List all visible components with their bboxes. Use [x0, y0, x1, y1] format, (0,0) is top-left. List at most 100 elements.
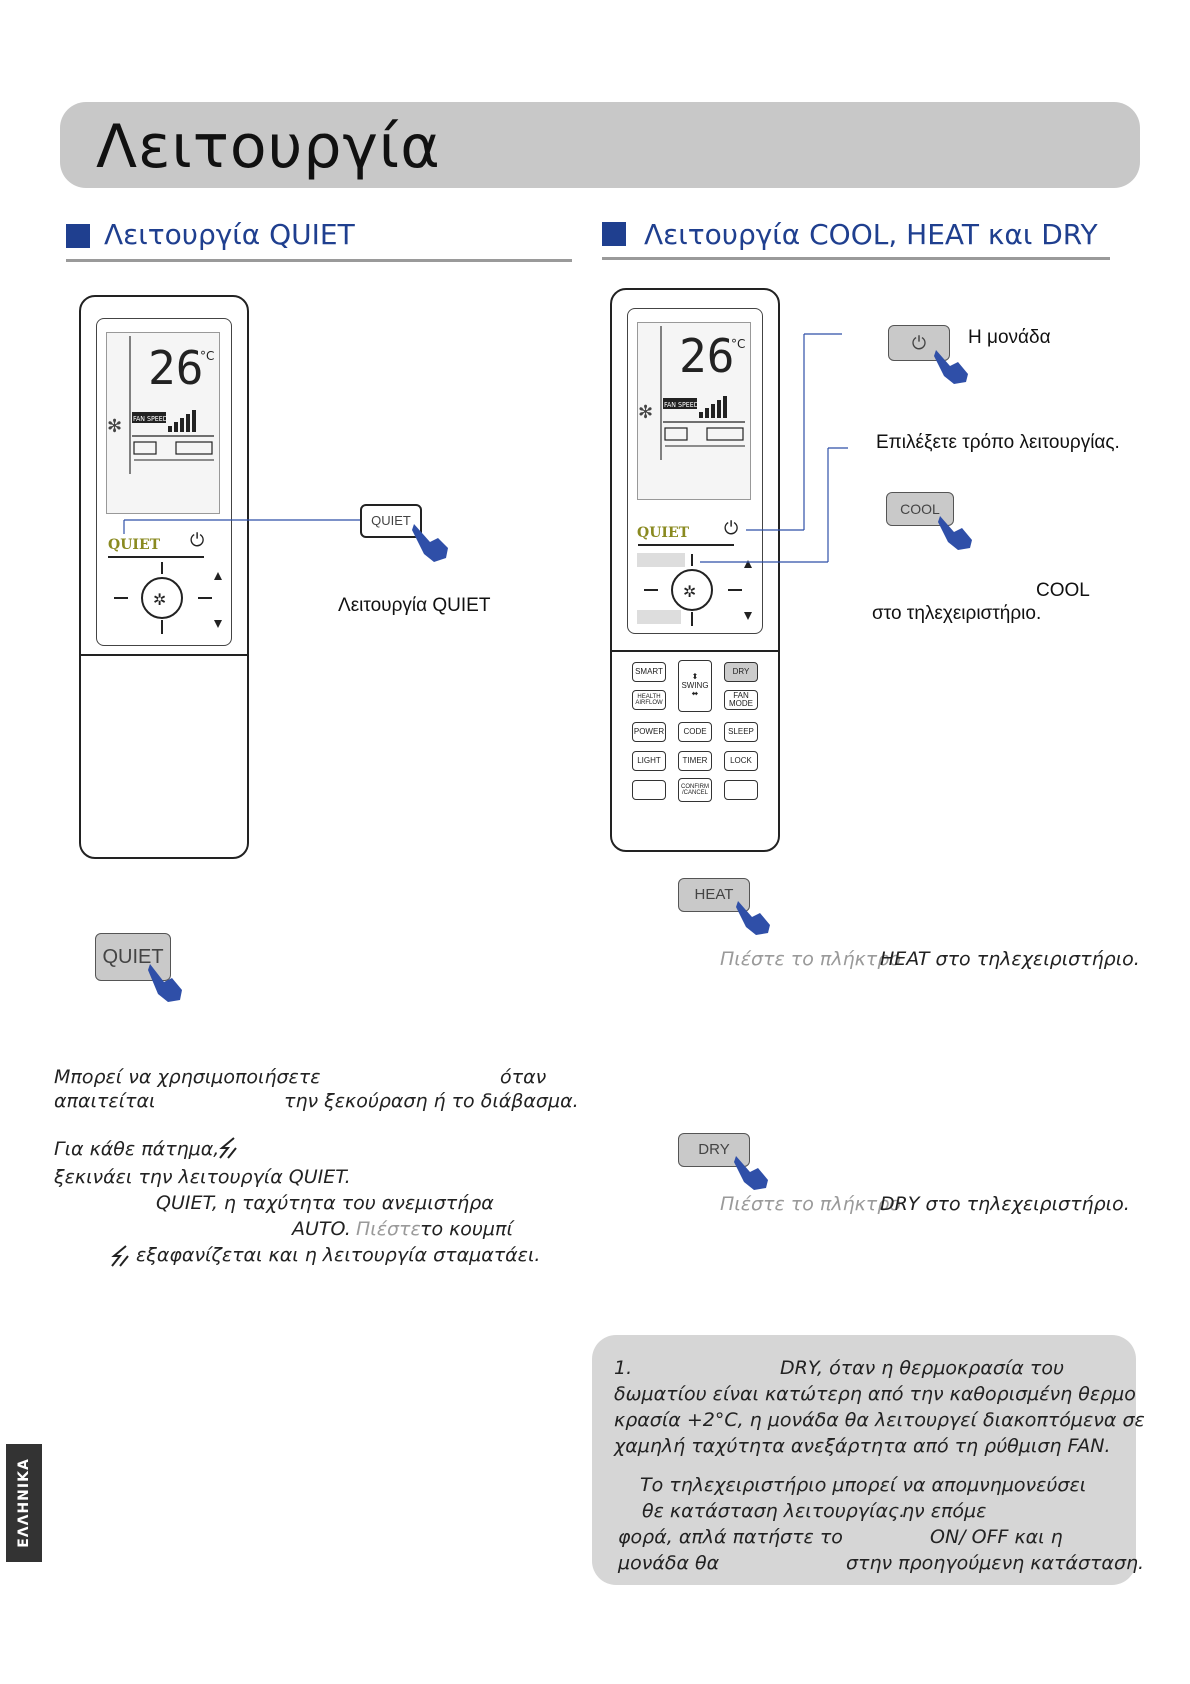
fan-mode-key[interactable]: FAN MODE — [724, 690, 758, 710]
hand-pointer-icon — [734, 1156, 768, 1190]
dry-key[interactable]: DRY — [724, 662, 758, 682]
chevron-up-icon: ⬍ — [691, 672, 699, 682]
confirm-cancel-key[interactable]: CONFIRM /CANCEL — [678, 778, 712, 802]
note-line8b: στην προηγούμενη κατάσταση. — [846, 1552, 1145, 1574]
quiet-callout-line — [123, 519, 362, 534]
quiet-para1-c: απαιτείται — [54, 1090, 156, 1112]
remote-dpad[interactable]: ✲ — [638, 552, 758, 632]
heat-button[interactable]: HEAT — [678, 878, 750, 912]
section-marker — [66, 224, 90, 248]
timer-key[interactable]: TIMER — [678, 751, 712, 771]
quiet-callout-button[interactable]: QUIET — [360, 504, 422, 538]
svg-text:✻: ✻ — [107, 416, 122, 437]
lcd-content: 26 °C ✻ FAN SPEED — [107, 336, 214, 474]
note-line3: κρασία +2°C, η μονάδα θα λειτουργεί διακ… — [614, 1409, 1145, 1431]
quiet-para1-a: Μπορεί να χρησιμοποιήσετε — [54, 1066, 321, 1088]
smart-key[interactable]: SMART — [632, 662, 666, 682]
power-callout-label: Η μονάδα — [968, 327, 1051, 348]
blank-key[interactable] — [724, 780, 758, 800]
quiet-para2-line4b: Πιέστε — [356, 1218, 421, 1240]
language-tab: ΕΛΛΗΝΙΚΑ — [6, 1444, 42, 1562]
language-tab-label: ΕΛΛΗΝΙΚΑ — [16, 1458, 32, 1548]
hand-pointer-icon — [412, 524, 448, 562]
fan-speed-label: FAN SPEED — [133, 415, 168, 423]
note-line6b: ην επόμε — [902, 1500, 987, 1522]
temperature-readout: 26 — [679, 329, 734, 383]
panel-rule — [638, 544, 734, 546]
dry-text-faded: Πιέστε το πλήκτρο — [720, 1193, 901, 1215]
chevron-left-right-icon: ⬌ — [691, 689, 699, 699]
temperature-readout: 26 — [148, 341, 203, 395]
power-callout-button[interactable]: ⏻ — [888, 325, 950, 361]
swing-key[interactable]: ⬍ SWING ⬌ — [678, 660, 712, 712]
remote-divider — [612, 650, 778, 652]
header-banner — [60, 102, 1140, 188]
lock-key[interactable]: LOCK — [724, 751, 758, 771]
cool-section-title: Λειτουργία COOL, HEAT και DRY — [644, 218, 1098, 251]
hand-pointer-icon — [938, 516, 972, 550]
panel-rule — [108, 556, 204, 558]
mode-key-placeholder[interactable] — [637, 553, 685, 567]
quiet-symbol-icon — [111, 1245, 129, 1267]
fan-speed-label: FAN SPEED — [664, 401, 699, 409]
note-line1a: 1. — [614, 1357, 633, 1379]
page-title: Λειτουργία — [96, 112, 441, 182]
quiet-para2-line2: ξεκινάει την λειτουργία QUIET. — [54, 1166, 351, 1188]
quiet-para2-line4c: το κουμπί — [420, 1218, 513, 1240]
callout-lines — [700, 333, 848, 563]
section-rule — [66, 259, 572, 262]
blank-key[interactable] — [632, 780, 666, 800]
cool-text-line1: COOL — [1036, 580, 1090, 601]
hand-pointer-icon — [148, 964, 182, 1002]
quiet-symbol-icon — [219, 1137, 237, 1159]
sleep-key[interactable]: SLEEP — [724, 722, 758, 742]
note-line4: χαμηλή ταχύτητα ανεξάρτητα από τη ρύθμισ… — [614, 1435, 1111, 1457]
svg-text:✻: ✻ — [638, 402, 653, 423]
quiet-indicator: QUIET — [637, 525, 690, 541]
quiet-para2-line4a: AUTO. — [292, 1218, 351, 1240]
code-key[interactable]: CODE — [678, 722, 712, 742]
power-icon[interactable]: ⏻ — [190, 530, 205, 551]
heat-text-faded: Πιέστε το πλήκτρο — [720, 948, 901, 970]
note-line1b: DRY, όταν η θερμοκρασία του — [780, 1357, 1064, 1379]
health-airflow-key[interactable]: HEALTH AIRFLOW — [632, 690, 666, 710]
temperature-unit: °C — [200, 349, 214, 363]
quiet-callout-label: Λειτουργία QUIET — [338, 595, 491, 616]
mode-key-placeholder[interactable] — [637, 610, 681, 624]
cool-text-line2: στο τηλεχειριστήριο. — [872, 603, 1042, 624]
note-line7b: ON/ OFF και η — [930, 1526, 1063, 1548]
swing-key-label: SWING — [681, 680, 709, 690]
power-icon[interactable]: ⏻ — [724, 518, 739, 539]
lcd-screen — [637, 322, 751, 500]
section-marker — [602, 222, 626, 246]
hand-pointer-icon — [736, 901, 770, 935]
lcd-content: 26 °C ✻ FAN SPEED — [638, 326, 745, 460]
power-key[interactable]: POWER — [632, 722, 666, 742]
remote-dpad[interactable]: ✲ — [108, 560, 228, 640]
light-key[interactable]: LIGHT — [632, 751, 666, 771]
svg-text:✲: ✲ — [683, 582, 696, 601]
note-box — [592, 1335, 1136, 1585]
quiet-para1-b: όταν — [500, 1066, 547, 1088]
remote-divider — [81, 654, 247, 656]
heat-text: HEAT στο τηλεχειριστήριο. — [880, 948, 1140, 970]
note-line8a: μονάδα θα — [618, 1552, 720, 1574]
note-line6a: θε κατάσταση λειτουργίας. — [642, 1500, 906, 1522]
quiet-para2-line3: QUIET, η ταχύτητα του ανεμιστήρα — [156, 1192, 494, 1214]
quiet-button[interactable]: QUIET — [95, 933, 171, 981]
dry-button[interactable]: DRY — [678, 1133, 750, 1167]
section-rule — [602, 257, 1110, 260]
svg-text:✲: ✲ — [153, 590, 166, 609]
quiet-indicator: QUIET — [108, 537, 161, 553]
mode-callout-label: Επιλέξετε τρόπο λειτουργίας. — [876, 432, 1120, 453]
note-line5: Το τηλεχειριστήριο μπορεί να απομνημονεύ… — [640, 1474, 1087, 1496]
hand-pointer-icon — [934, 350, 968, 384]
dry-text: DRY στο τηλεχειριστήριο. — [880, 1193, 1130, 1215]
quiet-section-title: Λειτουργία QUIET — [104, 218, 355, 251]
quiet-para1-d: την ξεκούραση ή το διάβασμα. — [284, 1090, 579, 1112]
temperature-unit: °C — [731, 337, 745, 351]
quiet-para2-line5: εξαφανίζεται και η λειτουργία σταματάει. — [136, 1244, 541, 1266]
note-line2: δωματίου είναι κατώτερη από την καθορισμ… — [614, 1383, 1136, 1405]
quiet-para2-line1: Για κάθε πάτημα, — [54, 1138, 220, 1160]
note-line7a: φορά, απλά πατήστε το — [618, 1526, 843, 1548]
